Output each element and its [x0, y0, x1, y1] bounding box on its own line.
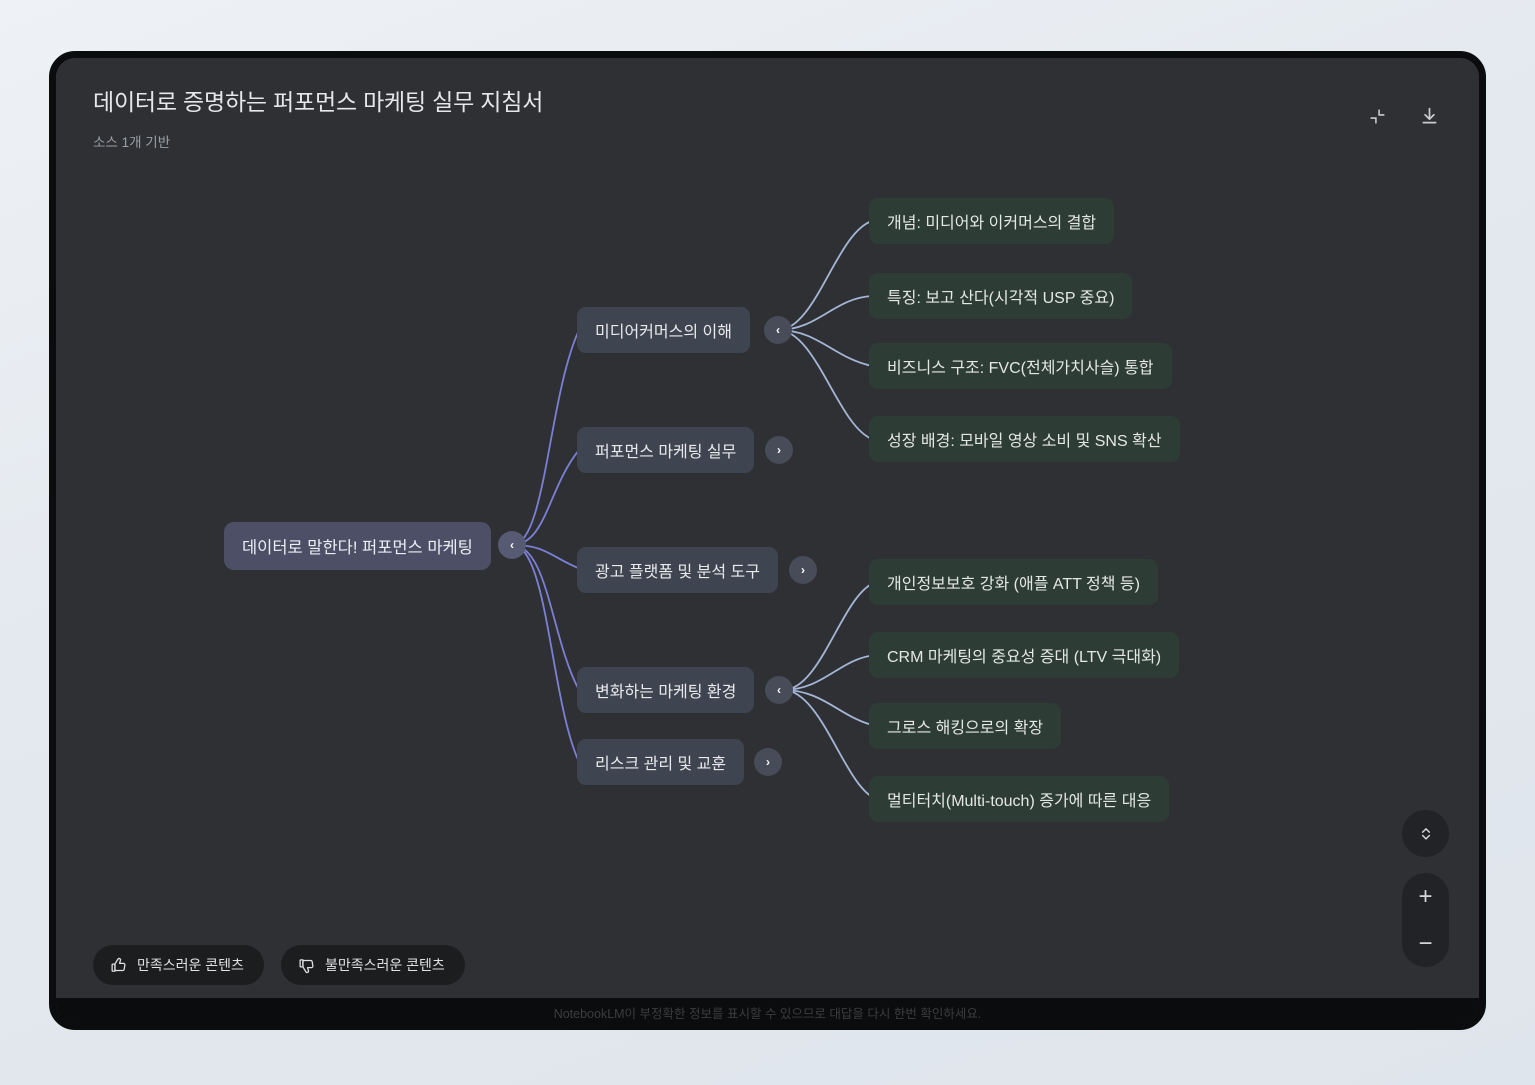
- mindmap-leaf-node-b0[interactable]: 개인정보보호 강화 (애플 ATT 정책 등): [869, 559, 1158, 605]
- fit-to-view-button[interactable]: [1402, 810, 1449, 857]
- thumbs-down-label: 불만족스러운 콘텐츠: [324, 957, 445, 973]
- mindmap-branch-toggle-4[interactable]: ›: [754, 748, 782, 776]
- mindmap-leaf-node-b2[interactable]: 그로스 해킹으로의 확장: [869, 703, 1062, 749]
- mindmap-canvas[interactable]: 데이터로 말한다! 퍼포먼스 마케팅 ‹ 미디어커머스의 이해 ‹ 퍼포먼스 마…: [56, 58, 1479, 1023]
- mindmap-leaf-label-a1: 특징: 보고 산다(시각적 USP 중요): [887, 290, 1115, 307]
- mindmap-branch-toggle-0[interactable]: ‹: [764, 316, 792, 344]
- mindmap-branch-node-0[interactable]: 미디어커머스의 이해: [577, 307, 750, 353]
- mindmap-branch-toggle-3[interactable]: ‹: [765, 676, 793, 704]
- zoom-in-button[interactable]: +: [1402, 873, 1449, 920]
- mindmap-leaf-node-a1[interactable]: 특징: 보고 산다(시각적 USP 중요): [869, 273, 1133, 319]
- zoom-controls: + −: [1402, 810, 1449, 967]
- mindmap-branch-label-2: 광고 플랫폼 및 분석 도구: [595, 564, 760, 581]
- mindmap-root-label: 데이터로 말한다! 퍼포먼스 마케팅: [242, 539, 473, 557]
- mindmap-leaf-node-a2[interactable]: 비즈니스 구조: FVC(전체가치사슬) 통합: [869, 343, 1172, 389]
- feedback-bar: 만족스러운 콘텐츠 불만족스러운 콘텐츠: [93, 945, 465, 985]
- mindmap-branch-node-1[interactable]: 퍼포먼스 마케팅 실무: [577, 427, 755, 473]
- page-title: 데이터로 증명하는 퍼포먼스 마케팅 실무 지침서: [93, 89, 544, 115]
- thumbs-up-icon: [111, 957, 126, 972]
- thumbs-down-icon: [299, 958, 314, 973]
- disclaimer-text: NotebookLM이 부정확한 정보를 표시할 수 있으므로 대답을 다시 한…: [56, 998, 1479, 1023]
- mindmap-leaf-label-a0: 개념: 미디어와 이커머스의 결합: [887, 215, 1097, 232]
- zoom-out-button[interactable]: −: [1402, 920, 1449, 967]
- mindmap-leaf-label-b0: 개인정보보호 강화 (애플 ATT 정책 등): [887, 576, 1140, 593]
- thumbs-up-label: 만족스러운 콘텐츠: [137, 957, 244, 973]
- mindmap-leaf-node-a3[interactable]: 성장 배경: 모바일 영상 소비 및 SNS 확산: [869, 416, 1180, 462]
- mindmap-leaf-label-b1: CRM 마케팅의 중요성 증대 (LTV 극대화): [887, 649, 1162, 666]
- mindmap-leaf-label-b2: 그로스 해킹으로의 확장: [887, 720, 1044, 737]
- mindmap-leaf-node-b1[interactable]: CRM 마케팅의 중요성 증대 (LTV 극대화): [869, 632, 1180, 678]
- header-actions: [1359, 98, 1447, 134]
- panel-header: 데이터로 증명하는 퍼포먼스 마케팅 실무 지침서 소스 1개 기반: [56, 58, 1479, 170]
- mindmap-branch-toggle-2[interactable]: ›: [789, 556, 817, 584]
- mindmap-branch-toggle-1[interactable]: ›: [765, 436, 793, 464]
- mindmap-branch-label-4: 리스크 관리 및 교훈: [595, 756, 727, 773]
- mindmap-leaf-label-b3: 멀티터치(Multi-touch) 증가에 따른 대응: [887, 793, 1152, 810]
- mindmap-branch-label-1: 퍼포먼스 마케팅 실무: [595, 444, 737, 461]
- thumbs-up-button[interactable]: 만족스러운 콘텐츠: [93, 945, 264, 985]
- mindmap-branch-node-4[interactable]: 리스크 관리 및 교훈: [577, 739, 745, 785]
- page-subtitle: 소스 1개 기반: [93, 135, 171, 150]
- mindmap-leaf-label-a2: 비즈니스 구조: FVC(전체가치사슬) 통합: [887, 360, 1154, 377]
- mindmap-branch-node-2[interactable]: 광고 플랫폼 및 분석 도구: [577, 547, 778, 593]
- mindmap-leaf-node-a0[interactable]: 개념: 미디어와 이커머스의 결합: [869, 198, 1115, 244]
- mindmap-branch-label-3: 변화하는 마케팅 환경: [595, 684, 737, 701]
- chevron-up-down-icon: [1421, 828, 1430, 840]
- mindmap-root-node[interactable]: 데이터로 말한다! 퍼포먼스 마케팅: [224, 522, 491, 570]
- collapse-button[interactable]: [1359, 98, 1395, 134]
- collapse-icon: [1369, 108, 1385, 124]
- mindmap-leaf-node-b3[interactable]: 멀티터치(Multi-touch) 증가에 따른 대응: [869, 776, 1170, 822]
- mindmap-branch-node-3[interactable]: 변화하는 마케팅 환경: [577, 667, 755, 713]
- app-window: 데이터로 말한다! 퍼포먼스 마케팅 ‹ 미디어커머스의 이해 ‹ 퍼포먼스 마…: [49, 51, 1486, 1030]
- mindmap-root-toggle[interactable]: ‹: [498, 531, 526, 559]
- download-icon: [1422, 107, 1436, 123]
- zoom-pill: + −: [1402, 873, 1449, 967]
- app-window-inner: 데이터로 말한다! 퍼포먼스 마케팅 ‹ 미디어커머스의 이해 ‹ 퍼포먼스 마…: [56, 58, 1479, 1023]
- download-button[interactable]: [1411, 98, 1447, 134]
- mindmap-branch-label-0: 미디어커머스의 이해: [595, 324, 732, 341]
- mindmap-leaf-label-a3: 성장 배경: 모바일 영상 소비 및 SNS 확산: [887, 433, 1162, 450]
- thumbs-down-button[interactable]: 불만족스러운 콘텐츠: [280, 945, 465, 985]
